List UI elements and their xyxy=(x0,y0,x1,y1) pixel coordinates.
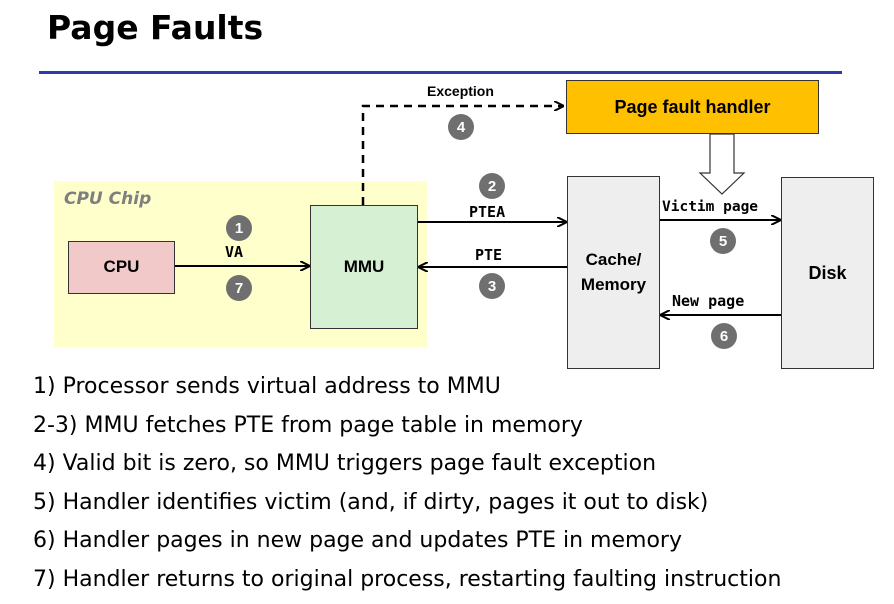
page-fault-handler-box: Page fault handler xyxy=(566,80,819,134)
pte-label: PTE xyxy=(475,246,503,264)
new-page-label: New page xyxy=(672,292,745,310)
page-title: Page Faults xyxy=(47,8,264,47)
exception-label: Exception xyxy=(427,83,494,99)
victim-page-label: Victim page xyxy=(662,199,759,215)
exception-arrow xyxy=(361,106,563,205)
steps-list: 1) Processor sends virtual address to MM… xyxy=(33,372,781,604)
cpu-chip-label: CPU Chip xyxy=(64,189,152,209)
cpu-box: CPU xyxy=(68,241,175,294)
step-item-1: 1) Processor sends virtual address to MM… xyxy=(33,374,501,399)
step-item-2: 2-3) MMU fetches PTE from page table in … xyxy=(33,412,583,438)
step-marker-2: 2 xyxy=(479,173,505,199)
va-label: VA xyxy=(225,243,244,261)
step-item-4: 5) Handler identifies victim (and, if di… xyxy=(33,489,709,515)
step-item-3: 4) Valid bit is zero, so MMU triggers pa… xyxy=(33,451,657,477)
step-marker-4: 4 xyxy=(448,114,474,140)
cache-memory-box: Cache/Memory xyxy=(567,176,660,369)
step-item-5: 6) Handler pages in new page and updates… xyxy=(33,528,682,554)
step-item-6: 7) Handler returns to original process, … xyxy=(33,566,782,592)
step-marker-6: 6 xyxy=(711,323,737,349)
disk-box: Disk xyxy=(781,177,874,369)
step-marker-3: 3 xyxy=(479,273,505,299)
ptea-label: PTEA xyxy=(469,203,506,221)
title-underline xyxy=(39,71,842,74)
step-marker-5: 5 xyxy=(710,228,736,254)
mmu-box: MMU xyxy=(310,205,418,329)
step-marker-7: 7 xyxy=(226,275,252,301)
handler-to-memory-hollow-arrow xyxy=(698,133,746,195)
step-marker-1: 1 xyxy=(226,215,252,241)
